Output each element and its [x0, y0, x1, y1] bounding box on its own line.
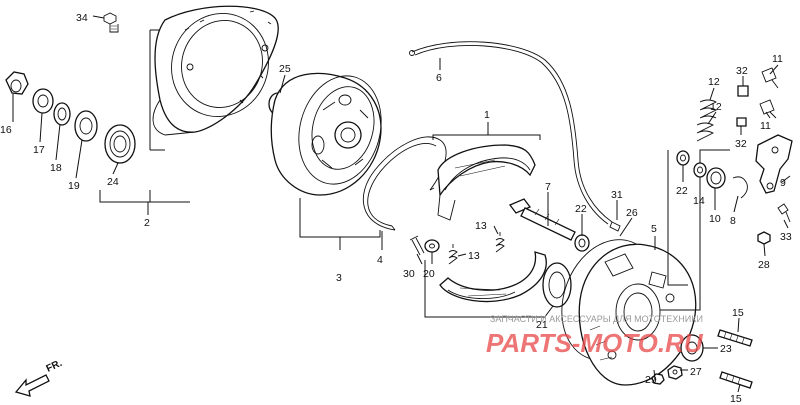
collar-32-lower	[736, 117, 747, 127]
label-7: 7	[545, 181, 551, 193]
label-27: 27	[690, 366, 702, 378]
watermark: ЗАПЧАСТИ И АКСЕССУАРЫ ДЛЯ МОТОТЕХНИКИ PA…	[486, 314, 704, 358]
washer-22-right	[676, 150, 690, 166]
stud-15-upper	[717, 329, 753, 347]
brake-panel-5	[578, 243, 697, 386]
label-10: 10	[709, 213, 721, 225]
label-15b: 15	[730, 393, 742, 405]
label-3: 3	[336, 272, 342, 284]
watermark-caption: ЗАПЧАСТИ И АКСЕССУАРЫ ДЛЯ МОТОТЕХНИКИ	[490, 314, 703, 324]
label-11a: 11	[772, 53, 783, 65]
label-26: 26	[626, 207, 638, 219]
label-13a: 13	[475, 220, 487, 232]
watermark-logo: PARTS-MOTO.RU	[486, 328, 704, 358]
brake-drum-housing-2	[152, 5, 279, 136]
bolt-33	[777, 203, 791, 223]
nut-27	[667, 365, 683, 380]
label-16: 16	[0, 124, 12, 136]
bolt-11-lower	[759, 99, 777, 119]
cam-shaft-7	[508, 198, 576, 241]
brake-shoe-lower-1	[439, 251, 547, 303]
collar-17	[32, 88, 54, 114]
plate-8	[732, 176, 748, 199]
seal-21	[542, 262, 572, 308]
leader-lines	[12, 15, 791, 393]
seal-22	[574, 234, 590, 252]
label-32a: 32	[736, 65, 748, 77]
label-13b: 13	[468, 250, 480, 262]
brake-shoe-upper-1	[437, 144, 536, 221]
label-28: 28	[758, 259, 770, 271]
nut-16	[5, 71, 29, 95]
front-direction-label: FR.	[45, 358, 64, 375]
cable-6	[409, 41, 613, 225]
washer-18	[53, 102, 71, 126]
label-20: 20	[423, 268, 435, 280]
washer-14	[693, 162, 707, 178]
spring-12-upper	[699, 99, 718, 119]
label-5: 5	[651, 223, 657, 235]
label-34: 34	[76, 12, 88, 24]
label-4: 4	[377, 254, 383, 266]
arm-9	[755, 134, 793, 194]
bolt-11-upper	[761, 67, 779, 89]
label-19: 19	[68, 180, 80, 192]
brake-hub-3	[270, 72, 382, 196]
washer-20	[424, 239, 440, 253]
label-24: 24	[107, 176, 119, 188]
stud-15-lower	[719, 371, 753, 389]
front-direction-arrow: FR.	[14, 358, 64, 397]
label-30: 30	[403, 268, 415, 280]
collar-32-upper	[737, 85, 749, 97]
label-12b: 12	[710, 101, 722, 113]
clip-31	[609, 221, 621, 232]
label-8: 8	[730, 215, 736, 227]
label-23: 23	[720, 343, 732, 355]
label-14: 14	[693, 195, 705, 207]
label-12a: 12	[708, 76, 720, 88]
part-labels: 34 25 16 17 18 19 24 2 6 1 3 4 7 13 13 3…	[0, 12, 792, 405]
label-9: 9	[780, 177, 786, 189]
pin-30	[409, 235, 425, 256]
label-22b: 22	[676, 185, 688, 197]
label-1: 1	[484, 109, 490, 121]
label-11b: 11	[760, 120, 771, 132]
label-33: 33	[780, 231, 792, 243]
label-21: 21	[536, 319, 548, 331]
label-32b: 32	[735, 138, 747, 150]
bolt-34	[103, 12, 119, 33]
seal-19	[74, 110, 98, 142]
label-31: 31	[611, 189, 623, 201]
label-2: 2	[144, 217, 150, 229]
nut-28	[757, 231, 771, 245]
circlip-4	[362, 136, 447, 231]
label-17: 17	[33, 144, 45, 156]
spring-10	[706, 167, 726, 189]
label-29: 29	[645, 374, 657, 386]
label-18: 18	[50, 162, 62, 174]
label-22a: 22	[575, 203, 587, 215]
label-15a: 15	[732, 307, 744, 319]
label-6: 6	[436, 72, 442, 84]
bearing-24	[104, 124, 136, 164]
label-25: 25	[279, 63, 291, 75]
spring-12-lower	[696, 122, 715, 142]
spring-13	[448, 232, 505, 265]
